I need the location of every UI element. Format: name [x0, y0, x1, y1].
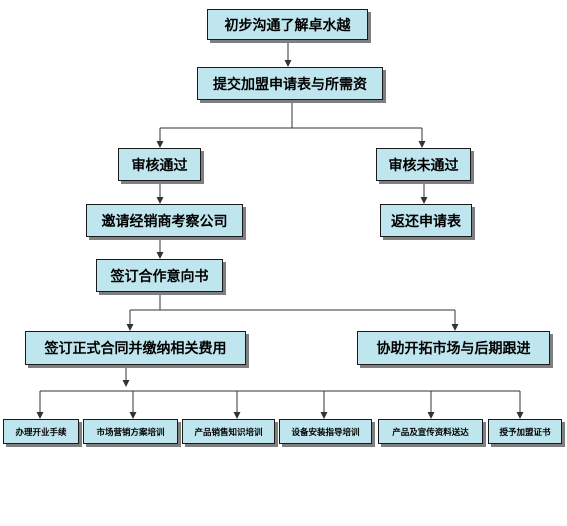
sub-franchise-certificate: 授予加盟证书	[488, 419, 562, 444]
sub-marketing-training: 市场营销方案培训	[83, 419, 178, 444]
step-approved: 审核通过	[118, 148, 201, 181]
sub-materials-delivery: 产品及宣传资料送达	[378, 419, 483, 444]
sub-equipment-installation-training: 设备安装指导培训	[279, 419, 372, 444]
step-submit-application: 提交加盟申请表与所需资	[197, 67, 383, 100]
sub-opening-procedures: 办理开业手续	[3, 419, 79, 444]
step-initial-contact: 初步沟通了解卓水越	[207, 9, 368, 40]
step-rejected: 审核未通过	[376, 148, 471, 181]
step-assist-market: 协助开拓市场与后期跟进	[357, 331, 550, 365]
step-sign-intent: 签订合作意向书	[96, 259, 223, 292]
step-sign-contract: 签订正式合同并缴纳相关费用	[25, 331, 246, 365]
step-invite-inspection: 邀请经销商考察公司	[86, 204, 243, 237]
step-return-form: 返还申请表	[380, 204, 472, 237]
sub-sales-knowledge-training: 产品销售知识培训	[182, 419, 275, 444]
